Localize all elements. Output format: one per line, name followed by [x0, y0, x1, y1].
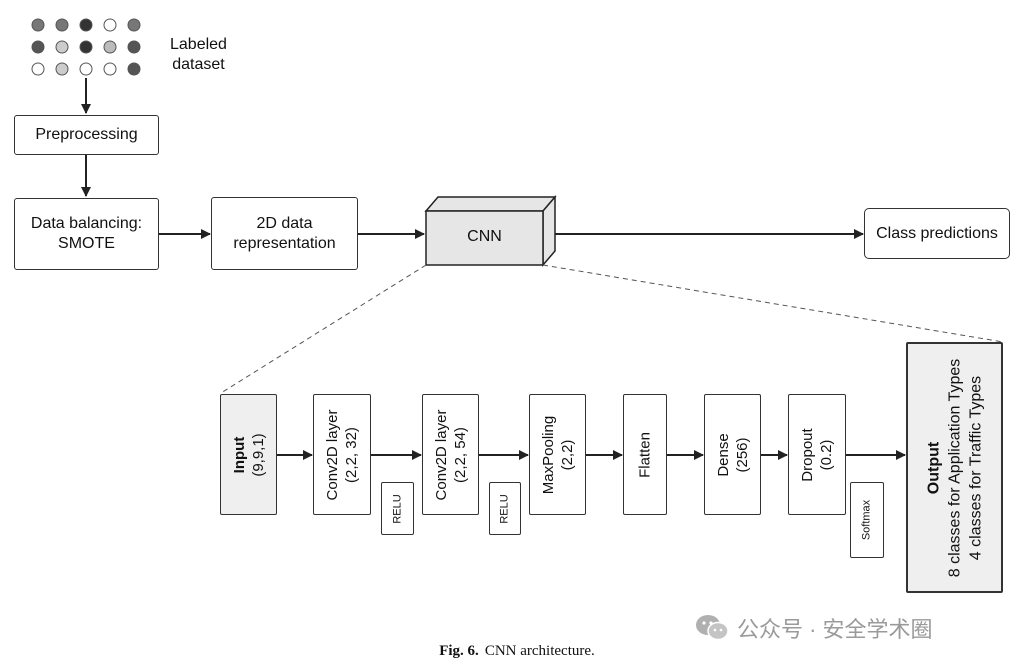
dataset-dot — [55, 40, 69, 54]
figure-caption-text: CNN architecture. — [484, 643, 595, 659]
dataset-dot — [103, 40, 117, 54]
dataset-dot — [31, 40, 45, 54]
zoom-line-right — [542, 264, 1004, 343]
dense-title: Dense — [714, 432, 732, 477]
labeled-dataset-label: Labeled dataset — [170, 35, 227, 75]
conv1-detail: (2,2, 32) — [343, 426, 360, 483]
flatten-layer: Flatten — [623, 394, 667, 515]
conv2d-layer-2: Conv2D layer(2,2, 54) — [422, 394, 479, 515]
preprocessing-box: Preprocessing — [14, 115, 159, 155]
output-title: Output — [925, 441, 942, 494]
dataset-dot — [79, 18, 93, 32]
input-layer-title: Input — [230, 436, 248, 473]
dropout-layer: Dropout(0.2) — [788, 394, 846, 515]
dense-layer: Dense(256) — [704, 394, 761, 515]
output-line2: 4 classes for Traffic Types — [967, 375, 984, 560]
data-balancing-line1: Data balancing: — [30, 215, 143, 232]
input-layer: Input(9,9,1) — [220, 394, 277, 515]
dataset-dot — [31, 62, 45, 76]
watermark-text: 公众号 · 安全学术圈 — [737, 617, 933, 642]
dropout-detail: (0.2) — [818, 439, 835, 470]
input-layer-detail: (9,9,1) — [249, 432, 267, 477]
dataset-dot — [127, 62, 141, 76]
labeled-dataset-line2: dataset — [172, 56, 225, 73]
maxpool-title: MaxPooling — [539, 415, 557, 494]
figure-caption-label: Fig. 6. — [439, 643, 479, 659]
representation-line1: 2D data — [256, 214, 313, 232]
dataset-dot — [127, 18, 141, 32]
conv2d-layer-1: Conv2D layer(2,2, 32) — [313, 394, 371, 515]
dataset-dot — [55, 18, 69, 32]
watermark: 公众号 · 安全学术圈 — [695, 612, 933, 644]
dataset-dot — [103, 18, 117, 32]
cnn-label: CNN — [467, 228, 502, 245]
dataset-dot — [79, 40, 93, 54]
dataset-dot — [55, 62, 69, 76]
softmax-label: Softmax — [860, 499, 873, 541]
maxpool-detail: (2,2) — [558, 439, 576, 470]
cnn-3d-box — [424, 194, 557, 268]
conv1-title: Conv2D layer — [324, 409, 341, 500]
conv2-detail: (2,2, 54) — [451, 426, 469, 483]
figure-caption: Fig. 6. CNN architecture. — [0, 643, 1034, 660]
relu-activation-1: RELU — [381, 482, 414, 535]
conv2-title: Conv2D layer — [432, 409, 450, 500]
labeled-dataset-line1: Labeled — [170, 36, 227, 53]
preprocessing-label: Preprocessing — [35, 126, 138, 143]
flatten-label: Flatten — [636, 431, 654, 478]
output-layer: Output 8 classes for Application Types 4… — [906, 342, 1003, 593]
dense-detail: (256) — [733, 436, 751, 473]
data-balancing-box: Data balancing: SMOTE — [14, 198, 159, 270]
representation-box: 2D data representation — [211, 197, 358, 270]
dataset-dot — [79, 62, 93, 76]
zoom-line-left — [220, 264, 427, 394]
maxpooling-layer: MaxPooling(2,2) — [529, 394, 586, 515]
wechat-icon — [696, 615, 729, 641]
data-balancing-line2: SMOTE — [58, 235, 115, 252]
relu-activation-2: RELU — [489, 482, 521, 535]
dataset-dot — [127, 40, 141, 54]
dataset-dot — [103, 62, 117, 76]
relu2-label: RELU — [498, 493, 511, 524]
representation-line2: representation — [233, 234, 336, 252]
relu1-label: RELU — [391, 493, 403, 524]
dropout-title: Dropout — [799, 427, 816, 482]
softmax-activation: Softmax — [850, 482, 884, 558]
labeled-dataset-dots — [31, 18, 141, 76]
class-predictions-label: Class predictions — [876, 224, 998, 242]
output-line1: 8 classes for Application Types — [946, 358, 963, 577]
class-predictions-box: Class predictions — [864, 208, 1010, 259]
dataset-dot — [31, 18, 45, 32]
